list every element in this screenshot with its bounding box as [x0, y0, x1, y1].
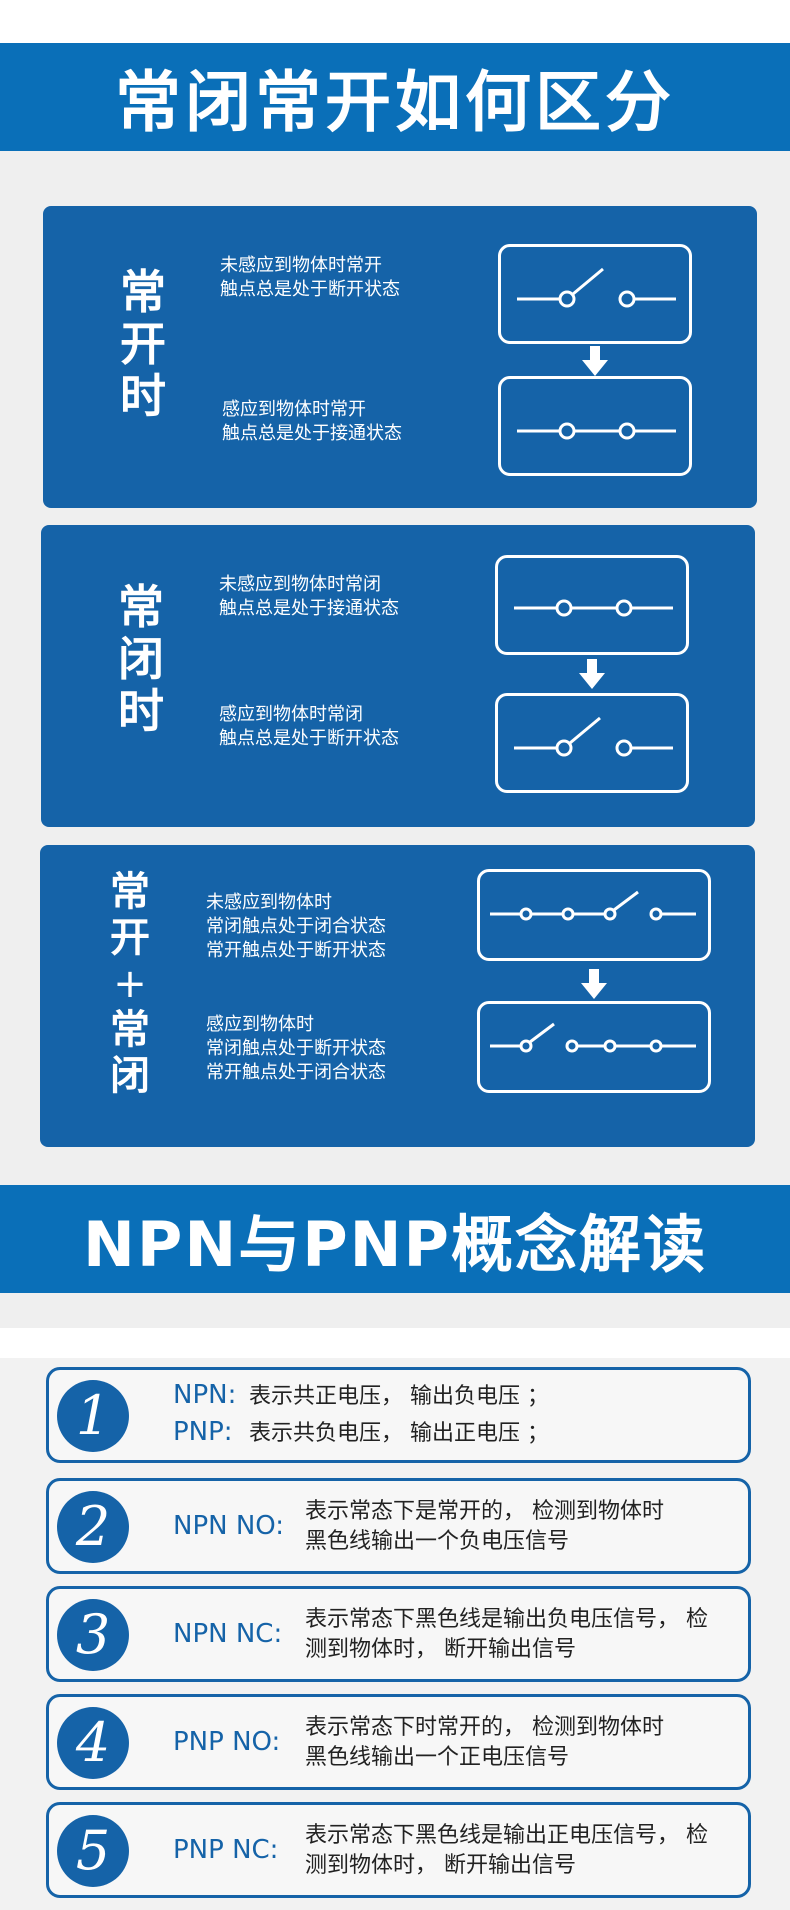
panel-title: 常 闭 时 — [118, 580, 164, 738]
open-switch-icon — [514, 716, 673, 757]
item-code: NPN: — [173, 1380, 237, 1410]
arrow-down-icon — [581, 969, 607, 999]
panel-open-plus-closed: 常 开 + 常 闭 未感应到物体时 常闭触点处于闭合状态 常开触点处于断开状态 … — [40, 845, 755, 1147]
item-text: 表示共负电压， 输出正电压 ； — [249, 1421, 549, 1446]
list-item: 2 NPN NO: 表示常态下是常开的， 检测到物体时 黑色线输出一个负电压信号 — [46, 1478, 751, 1574]
top-description: 未感应到物体时常开 触点总是处于断开状态 — [220, 255, 400, 300]
panel-normally-open: 常 开 时 未感应到物体时常开 触点总是处于断开状态 感应到物体时常开 触点总是… — [43, 206, 757, 508]
item-code: PNP NC: — [173, 1835, 279, 1865]
item-text: 表示常态下是常开的， 检测到物体时 黑色线输出一个负电压信号 — [305, 1499, 664, 1554]
arrow-down-icon — [582, 346, 608, 376]
section-title: NPN与PNP概念解读 — [83, 1208, 707, 1281]
item-code: PNP NO: — [173, 1727, 281, 1757]
switch-open-diagram — [498, 244, 692, 344]
top-description: 未感应到物体时常闭 触点总是处于接通状态 — [219, 574, 399, 619]
double-switch-icon — [490, 890, 696, 921]
list-item: 1 NPN: 表示共正电压， 输出负电压 ； PNP: 表示共负电压， 输出正电… — [46, 1367, 751, 1463]
item-text: 表示共正电压， 输出负电压 ； — [249, 1384, 549, 1409]
item-number-badge: 3 — [57, 1599, 129, 1671]
item-text: 表示常态下黑色线是输出正电压信号， 检 测到物体时， 断开输出信号 — [305, 1823, 708, 1878]
bottom-description: 感应到物体时 常闭触点处于断开状态 常开触点处于闭合状态 — [206, 1014, 386, 1083]
item-code: NPN NO: — [173, 1511, 285, 1541]
bottom-description: 感应到物体时常开 触点总是处于接通状态 — [222, 399, 402, 444]
list-item: 5 PNP NC: 表示常态下黑色线是输出正电压信号， 检 测到物体时， 断开输… — [46, 1802, 751, 1898]
item-code: NPN NC: — [173, 1619, 283, 1649]
item-number-badge: 1 — [57, 1380, 129, 1452]
item-number-badge: 5 — [57, 1815, 129, 1887]
section-title-banner: 常闭常开如何区分 — [0, 43, 790, 151]
item-text: 表示常态下黑色线是输出负电压信号， 检 测到物体时， 断开输出信号 — [305, 1607, 708, 1662]
double-switch-icon — [490, 1022, 696, 1053]
bottom-description: 感应到物体时常闭 触点总是处于断开状态 — [219, 704, 399, 749]
open-switch-icon — [517, 267, 676, 308]
switch-closed-open-diagram — [477, 869, 711, 961]
section-title-banner: NPN与PNP概念解读 — [0, 1185, 790, 1293]
section-background — [0, 1293, 790, 1328]
switch-open-closed-diagram — [477, 1001, 711, 1093]
arrow-down-icon — [579, 659, 605, 689]
panel-title: 常 开 + 常 闭 — [110, 869, 150, 1099]
closed-switch-icon — [514, 599, 673, 617]
closed-switch-icon — [517, 422, 676, 440]
item-text: 表示常态下时常开的， 检测到物体时 黑色线输出一个正电压信号 — [305, 1715, 664, 1770]
switch-open-diagram — [495, 693, 689, 793]
item-number-badge: 2 — [57, 1491, 129, 1563]
item-code: PNP: — [173, 1417, 233, 1447]
panel-normally-closed: 常 闭 时 未感应到物体时常闭 触点总是处于接通状态 感应到物体时常闭 触点总是… — [41, 525, 755, 827]
switch-closed-diagram — [495, 555, 689, 655]
list-item: 3 NPN NC: 表示常态下黑色线是输出负电压信号， 检 测到物体时， 断开输… — [46, 1586, 751, 1682]
top-description: 未感应到物体时 常闭触点处于闭合状态 常开触点处于断开状态 — [206, 892, 386, 961]
item-number-badge: 4 — [57, 1707, 129, 1779]
switch-closed-diagram — [498, 376, 692, 476]
section-title: 常闭常开如何区分 — [115, 64, 675, 141]
list-item: 4 PNP NO: 表示常态下时常开的， 检测到物体时 黑色线输出一个正电压信号 — [46, 1694, 751, 1790]
panel-title: 常 开 时 — [120, 265, 166, 423]
